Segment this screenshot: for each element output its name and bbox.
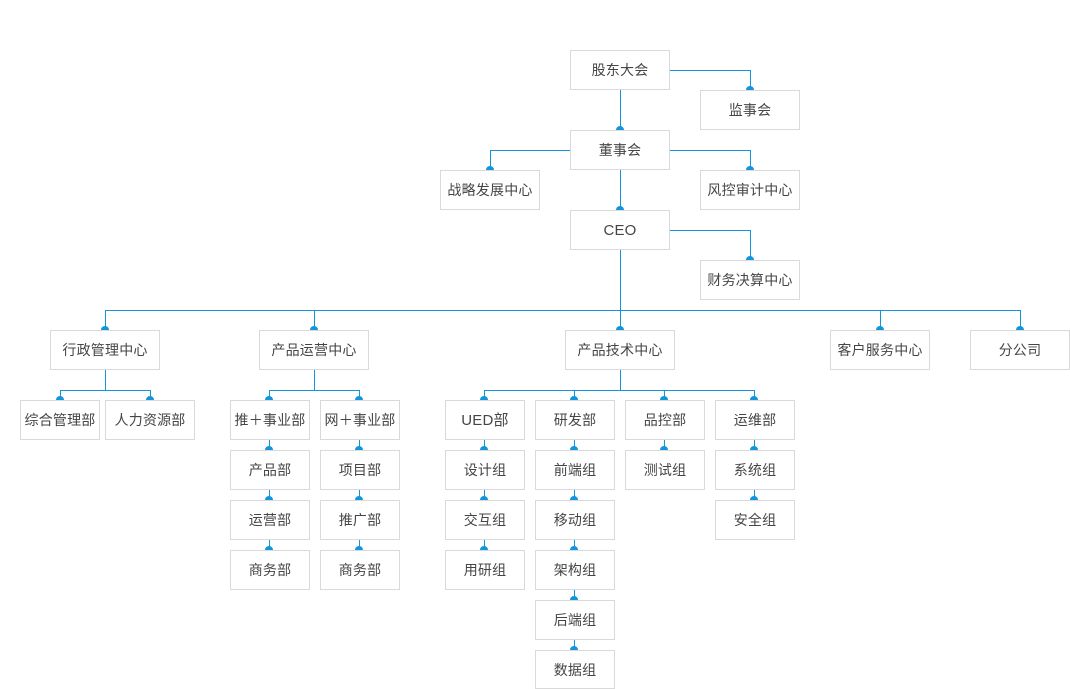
node-interaction-group[interactable]: 交互组 bbox=[445, 500, 525, 540]
connector-qa-drop bbox=[664, 390, 665, 400]
connector-ued-design bbox=[484, 440, 485, 450]
connector-techops-system bbox=[754, 440, 755, 450]
connector-rd-drop bbox=[574, 390, 575, 400]
connector-techops-drop bbox=[754, 390, 755, 400]
node-branch-company[interactable]: 分公司 bbox=[970, 330, 1070, 370]
connector-drop-tech bbox=[620, 310, 621, 330]
connector-rd-arch bbox=[574, 540, 575, 550]
node-frontend-group[interactable]: 前端组 bbox=[535, 450, 615, 490]
node-user-research-group[interactable]: 用研组 bbox=[445, 550, 525, 590]
connector-admin-bus bbox=[60, 390, 150, 391]
connector-board-strategy-h bbox=[490, 150, 570, 151]
connector-drop-customer bbox=[880, 310, 881, 330]
connector-drop-ops bbox=[314, 310, 315, 330]
connector-shareholders-supervisory-h bbox=[670, 70, 750, 71]
connector-board-strategy-v bbox=[490, 150, 491, 170]
connector-wang-business bbox=[359, 540, 360, 550]
node-data-group[interactable]: 数据组 bbox=[535, 650, 615, 689]
node-design-group[interactable]: 设计组 bbox=[445, 450, 525, 490]
connector-ops-bus bbox=[269, 390, 359, 391]
connector-ued-interaction bbox=[484, 490, 485, 500]
node-test-group[interactable]: 测试组 bbox=[625, 450, 705, 490]
connector-techops-security bbox=[754, 490, 755, 500]
node-ued-dept[interactable]: UED部 bbox=[445, 400, 525, 440]
node-rd-dept[interactable]: 研发部 bbox=[535, 400, 615, 440]
node-general-management-dept[interactable]: 综合管理部 bbox=[20, 400, 100, 440]
connector-board-riskaudit-v bbox=[750, 150, 751, 170]
connector-ops-wang-drop bbox=[359, 390, 360, 400]
node-finance-settlement-center[interactable]: 财务决算中心 bbox=[700, 260, 800, 300]
connector-admin-general-drop bbox=[60, 390, 61, 400]
connector-wang-promote bbox=[359, 490, 360, 500]
node-security-group[interactable]: 安全组 bbox=[715, 500, 795, 540]
connector-ops-tui-drop bbox=[269, 390, 270, 400]
node-customer-service-center[interactable]: 客户服务中心 bbox=[830, 330, 930, 370]
node-operations-maintenance-dept[interactable]: 运维部 bbox=[715, 400, 795, 440]
connector-admin-stem bbox=[105, 370, 106, 390]
connector-board-riskaudit-h bbox=[670, 150, 750, 151]
node-tui-product-dept[interactable]: 产品部 bbox=[230, 450, 310, 490]
connector-ceo-finance-h bbox=[670, 230, 750, 231]
connector-board-ceo bbox=[620, 170, 621, 210]
connector-shareholders-supervisory-v bbox=[750, 70, 751, 90]
connector-wang-project bbox=[359, 440, 360, 450]
node-product-technology-center[interactable]: 产品技术中心 bbox=[565, 330, 675, 370]
node-wang-project-dept[interactable]: 项目部 bbox=[320, 450, 400, 490]
connector-drop-admin bbox=[105, 310, 106, 330]
connector-rd-mobile bbox=[574, 490, 575, 500]
node-ceo[interactable]: CEO bbox=[570, 210, 670, 250]
node-tui-business-dept[interactable]: 商务部 bbox=[230, 550, 310, 590]
connector-main-trunk bbox=[105, 310, 1020, 311]
connector-tech-stem bbox=[620, 370, 621, 390]
connector-ued-research bbox=[484, 540, 485, 550]
node-architecture-group[interactable]: 架构组 bbox=[535, 550, 615, 590]
connector-ceo-trunk bbox=[620, 250, 621, 310]
node-backend-group[interactable]: 后端组 bbox=[535, 600, 615, 640]
connector-rd-frontend bbox=[574, 440, 575, 450]
connector-qa-test bbox=[664, 440, 665, 450]
node-quality-control-dept[interactable]: 品控部 bbox=[625, 400, 705, 440]
node-human-resources-dept[interactable]: 人力资源部 bbox=[105, 400, 195, 440]
connector-tui-business bbox=[269, 540, 270, 550]
connector-rd-backend bbox=[574, 590, 575, 600]
node-system-group[interactable]: 系统组 bbox=[715, 450, 795, 490]
node-wang-business-unit[interactable]: 网＋事业部 bbox=[320, 400, 400, 440]
connector-tui-operation bbox=[269, 490, 270, 500]
connector-tech-bus bbox=[484, 390, 755, 391]
connector-ued-drop bbox=[484, 390, 485, 400]
connector-rd-data bbox=[574, 640, 575, 650]
node-wang-business-dept[interactable]: 商务部 bbox=[320, 550, 400, 590]
node-tui-operation-dept[interactable]: 运营部 bbox=[230, 500, 310, 540]
node-risk-audit-center[interactable]: 风控审计中心 bbox=[700, 170, 800, 210]
node-mobile-group[interactable]: 移动组 bbox=[535, 500, 615, 540]
connector-drop-branch bbox=[1020, 310, 1021, 330]
connector-ceo-finance-v bbox=[750, 230, 751, 260]
node-wang-promotion-dept[interactable]: 推广部 bbox=[320, 500, 400, 540]
node-strategy-development-center[interactable]: 战略发展中心 bbox=[440, 170, 540, 210]
node-supervisory-board[interactable]: 监事会 bbox=[700, 90, 800, 130]
node-tui-business-unit[interactable]: 推＋事业部 bbox=[230, 400, 310, 440]
connector-shareholders-board bbox=[620, 90, 621, 130]
node-shareholders[interactable]: 股东大会 bbox=[570, 50, 670, 90]
connector-admin-hr-drop bbox=[150, 390, 151, 400]
connector-tui-product bbox=[269, 440, 270, 450]
node-admin-management-center[interactable]: 行政管理中心 bbox=[50, 330, 160, 370]
node-board-of-directors[interactable]: 董事会 bbox=[570, 130, 670, 170]
node-product-operation-center[interactable]: 产品运营中心 bbox=[259, 330, 369, 370]
connector-ops-stem bbox=[314, 370, 315, 390]
